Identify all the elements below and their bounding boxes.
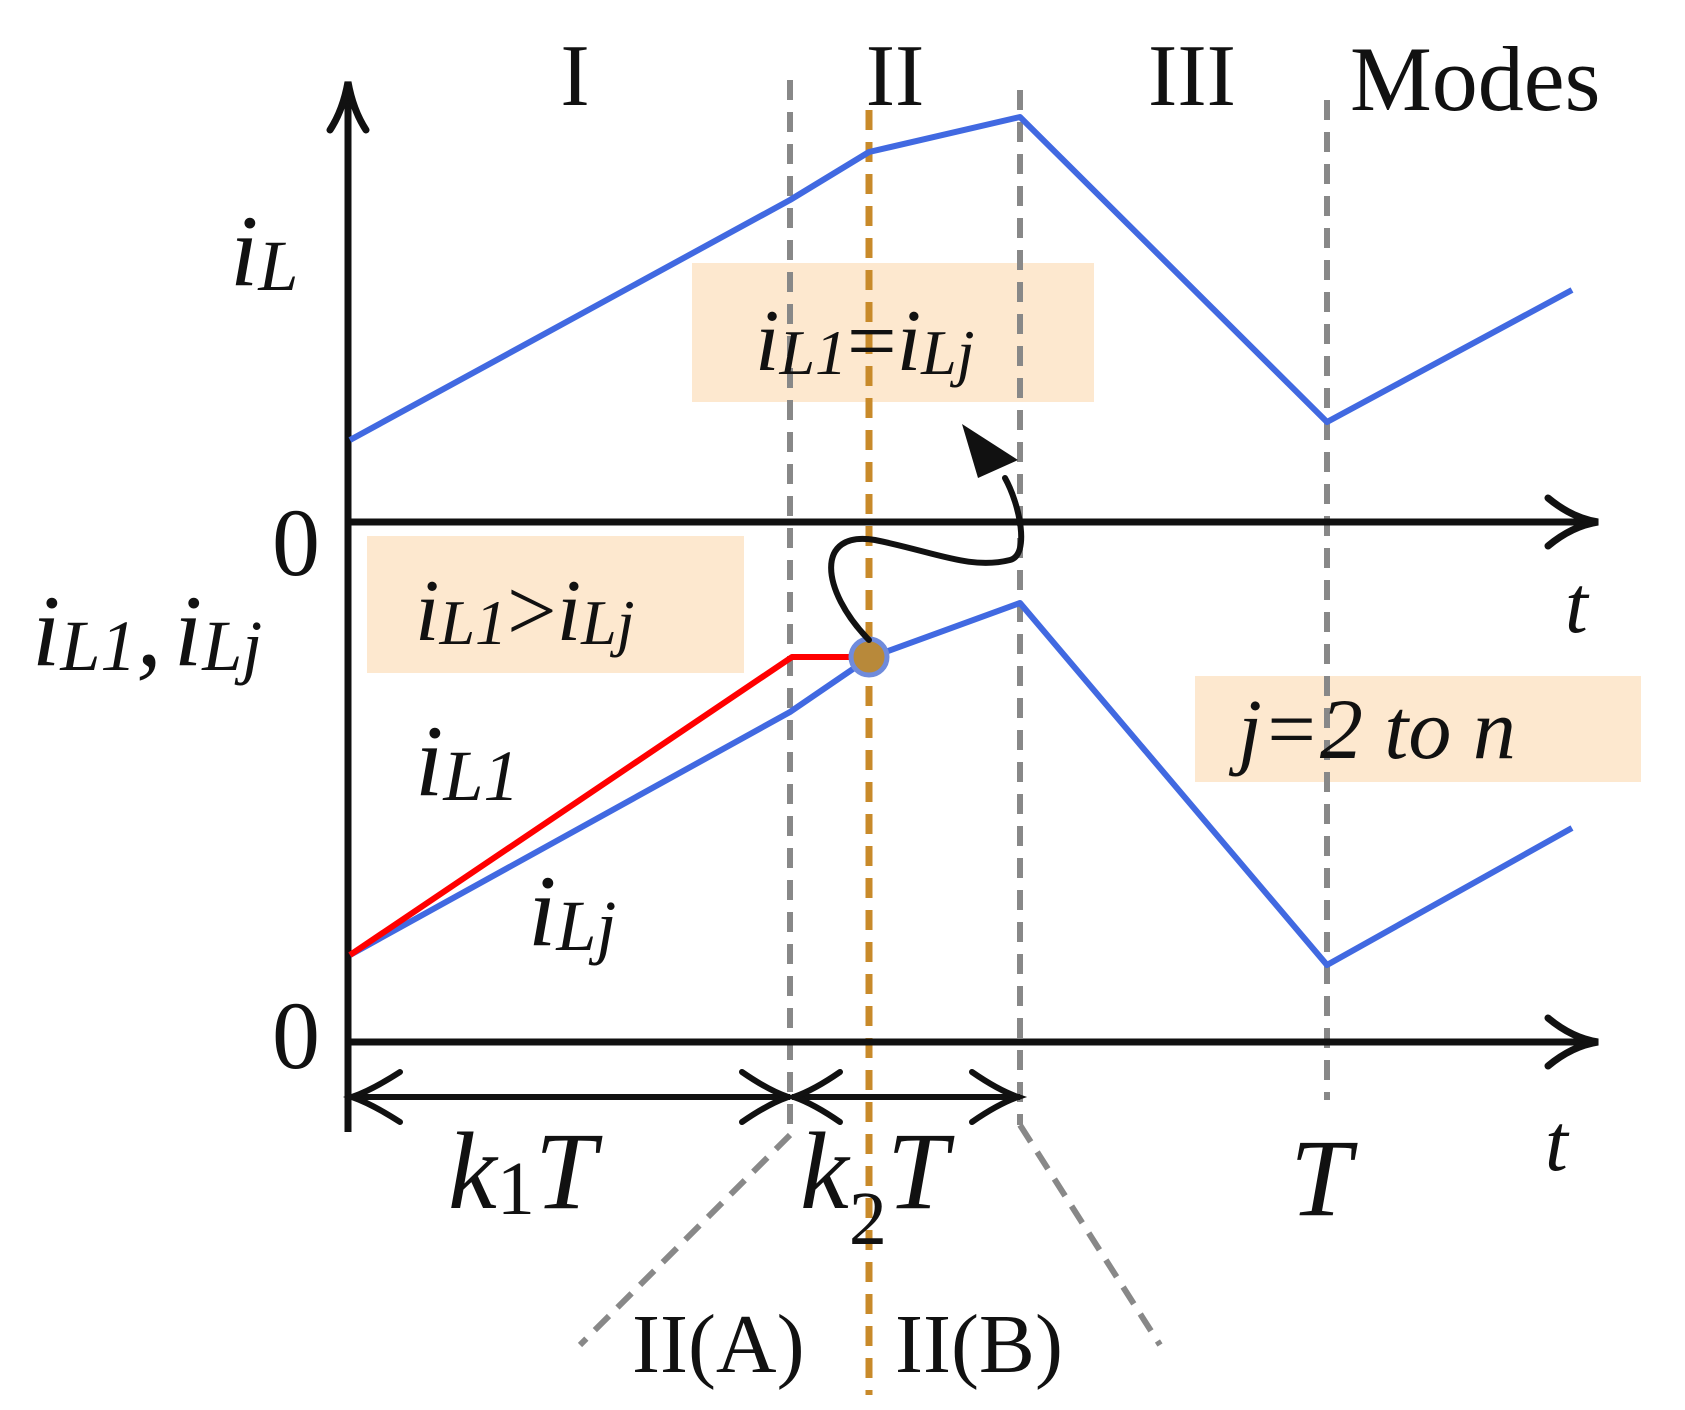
equal-annotation-box [692, 263, 1094, 402]
il1-curve-label-main: i [415, 705, 443, 818]
k2t-label: k2T [800, 1110, 955, 1261]
ilj-axis-label-sub: Lj [201, 606, 262, 686]
top-time-axis-arrowhead [1544, 494, 1599, 550]
k2t-left-arrowhead [784, 1069, 843, 1125]
k2t-label-k: k [800, 1110, 851, 1232]
equal-annotation-op: = [847, 293, 897, 390]
greater-annotation-b: i [557, 563, 581, 660]
greater-annotation: iL1>iLj [415, 563, 635, 660]
k2t-label-T: T [887, 1110, 955, 1232]
equal-annotation-b: i [897, 293, 921, 390]
top-t-label: t [1565, 559, 1590, 650]
mode-label-1: I [560, 28, 589, 125]
k1t-label-T: T [535, 1110, 603, 1232]
ilj-waveform [348, 600, 1574, 968]
il1-curve-label: iL1 [415, 705, 519, 818]
bottom-zero-label: 0 [272, 982, 320, 1089]
mode-label-2: II [866, 28, 925, 125]
axis-label-separator: , [136, 575, 162, 688]
ilj-curve-label: iLj [528, 855, 616, 968]
equality-transition-arrowhead [962, 424, 1018, 478]
zoom-line-right [1017, 1123, 1163, 1347]
il1-ilj-axis-label: iL1,iLj [32, 575, 262, 688]
range-annotation-box [1195, 676, 1641, 782]
greater-annotation-box [367, 536, 744, 673]
zoom-line-left [577, 1132, 793, 1348]
k1t-label-k: k [448, 1110, 499, 1232]
equal-annotation-a-sub: L1 [778, 317, 847, 388]
k1t-left-arrowhead [342, 1069, 403, 1125]
ilj-curve-label-sub: Lj [555, 886, 616, 966]
equality-transition-arrow [828, 475, 1025, 643]
greater-annotation-op: > [507, 563, 557, 660]
k1t-label-sub: 1 [497, 1147, 535, 1231]
equal-annotation-b-sub: Lj [920, 317, 974, 388]
equal-annotation: iL1=iLj [755, 293, 975, 390]
il1-axis-label-sub: L1 [59, 606, 136, 686]
bottom-time-axis-arrowhead [1544, 1014, 1599, 1070]
k2t-label-sub: 2 [849, 1177, 887, 1261]
current-equality-marker [848, 636, 890, 678]
sub-mode-label-b: II(B) [895, 1298, 1063, 1391]
il1-waveform [348, 654, 869, 958]
greater-annotation-a-sub: L1 [438, 587, 507, 658]
il-waveform [348, 114, 1574, 443]
il-axis-label-main: i [230, 195, 258, 308]
il1-axis-label-main: i [32, 575, 60, 688]
sub-mode-label-a: II(A) [632, 1298, 805, 1391]
ilj-curve-label-main: i [528, 855, 556, 968]
ilj-axis-label-main: i [174, 575, 202, 688]
period-label: T [1290, 1117, 1358, 1239]
mode-label-3: III [1148, 28, 1236, 125]
range-annotation: j=2 to n [1228, 681, 1516, 777]
greater-annotation-a: i [415, 563, 439, 660]
bottom-t-label: t [1545, 1097, 1570, 1188]
k1t-label: k1T [448, 1110, 603, 1232]
il-axis-label: iL [230, 195, 298, 308]
k2t-right-arrowhead [969, 1069, 1028, 1125]
greater-annotation-b-sub: Lj [580, 587, 634, 658]
modes-heading: Modes [1350, 28, 1600, 130]
il-axis-label-sub: L [257, 226, 298, 306]
equal-annotation-a: i [755, 293, 779, 390]
top-zero-label: 0 [272, 489, 320, 596]
y-axis-arrowhead [326, 81, 370, 134]
il1-curve-label-sub: L1 [442, 736, 519, 816]
